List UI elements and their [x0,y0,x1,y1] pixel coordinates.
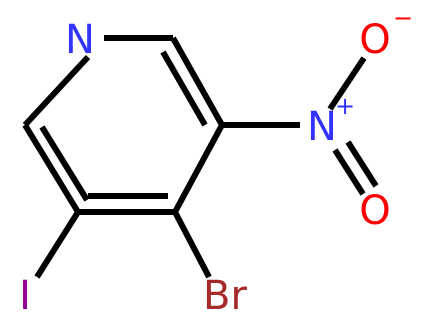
bond-n-o-bottom-1 [332,148,366,196]
nitro-nitrogen-charge: + [335,92,355,120]
bond-n-o-bottom-2 [345,140,379,188]
bond-n1-c2 [22,54,91,128]
bond-c2-c3 [22,123,81,214]
bond-c4-br [172,210,212,279]
bond-c5-c6 [170,36,225,127]
nitro-nitrogen-label: N [307,104,337,150]
oxygen-top-charge: − [393,4,413,32]
bromine-label: Br [203,273,247,319]
bond-c2-c3-inner [39,125,90,202]
bond-c5-c6-inner [160,50,208,127]
ring-nitrogen-label: N [65,17,95,63]
bond-n-o-top [327,56,367,111]
bonds [22,35,379,279]
oxygen-bottom-label: O [359,188,390,234]
oxygen-top-label: O [359,17,390,63]
iodine-label: I [19,273,31,319]
bond-c4-c5 [172,123,225,214]
bond-c3-i [34,210,81,279]
